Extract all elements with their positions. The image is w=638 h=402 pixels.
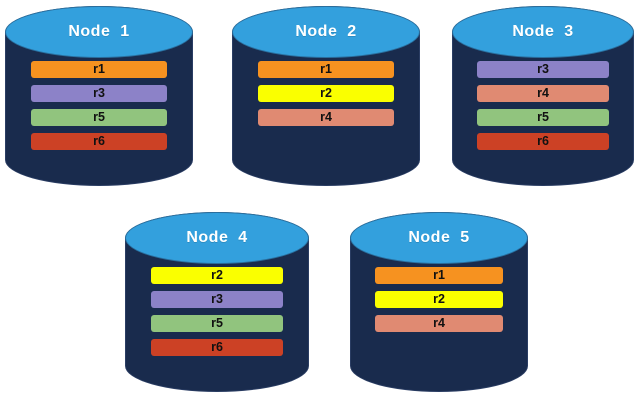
replica-stack: r1 r3 r5 r6 xyxy=(5,61,193,150)
replica-stack: r1 r2 r4 xyxy=(232,61,420,126)
node-4[interactable]: Node 4 r2 r3 r5 r6 xyxy=(125,212,309,392)
replica-bar-r1[interactable]: r1 xyxy=(374,267,504,284)
replica-bar-r4[interactable]: r4 xyxy=(477,85,609,102)
replica-bar-r2[interactable]: r2 xyxy=(258,85,394,102)
node-5[interactable]: Node 5 r1 r2 r4 xyxy=(350,212,528,392)
replica-bar-r2[interactable]: r2 xyxy=(150,267,284,284)
replica-bar-r5[interactable]: r5 xyxy=(31,109,167,126)
replica-bar-r6[interactable]: r6 xyxy=(477,133,609,150)
node-title: Node 1 xyxy=(68,23,130,41)
replica-bar-r4[interactable]: r4 xyxy=(374,315,504,332)
replica-stack: r3 r4 r5 r6 xyxy=(452,61,634,150)
cylinder-top-ellipse xyxy=(452,6,634,59)
cylinder-top-ellipse xyxy=(350,212,528,265)
replica-bar-r3[interactable]: r3 xyxy=(477,61,609,78)
replica-bar-r5[interactable]: r5 xyxy=(150,315,284,332)
node-3[interactable]: Node 3 r3 r4 r5 r6 xyxy=(452,6,634,186)
replica-bar-r1[interactable]: r1 xyxy=(31,61,167,78)
replica-bar-r3[interactable]: r3 xyxy=(31,85,167,102)
replica-stack: r2 r3 r5 r6 xyxy=(125,267,309,356)
replica-bar-r5[interactable]: r5 xyxy=(477,109,609,126)
node-title: Node 3 xyxy=(512,23,574,41)
node-title: Node 2 xyxy=(295,23,357,41)
replica-stack: r1 r2 r4 xyxy=(350,267,528,332)
replica-bar-r4[interactable]: r4 xyxy=(258,109,394,126)
node-title: Node 4 xyxy=(186,229,248,247)
cylinder-top-ellipse xyxy=(5,6,193,59)
node-1[interactable]: Node 1 r1 r3 r5 r6 xyxy=(5,6,193,186)
cylinder-top-ellipse xyxy=(232,6,420,59)
replica-bar-r6[interactable]: r6 xyxy=(31,133,167,150)
replica-bar-r3[interactable]: r3 xyxy=(150,291,284,308)
replica-bar-r2[interactable]: r2 xyxy=(374,291,504,308)
cylinder-top-ellipse xyxy=(125,212,309,265)
node-title: Node 5 xyxy=(408,229,470,247)
replica-bar-r6[interactable]: r6 xyxy=(150,339,284,356)
replica-bar-r1[interactable]: r1 xyxy=(258,61,394,78)
node-2[interactable]: Node 2 r1 r2 r4 xyxy=(232,6,420,186)
